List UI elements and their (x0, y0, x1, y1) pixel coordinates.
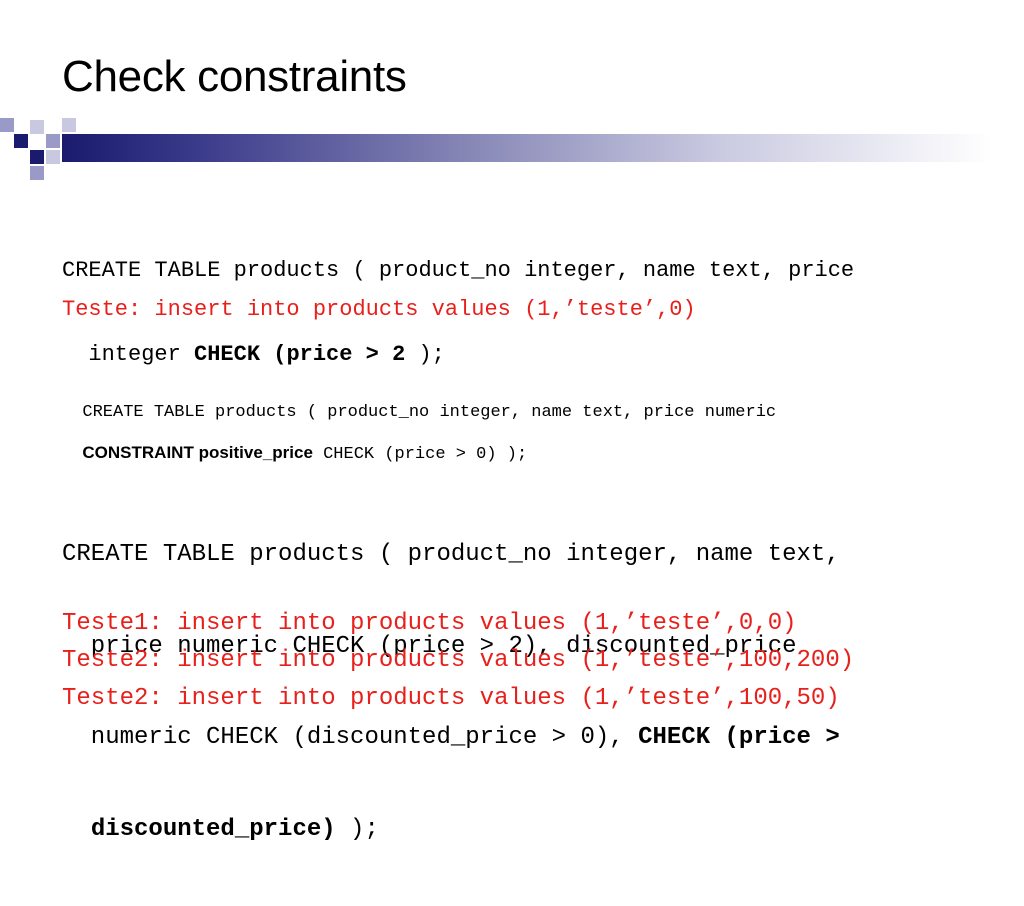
text-fragment: integer (62, 342, 195, 367)
sql-block-3: CREATE TABLE products ( product_no integ… (62, 479, 1002, 906)
sql-block-1-line-2: integer CHECK (price > 2 ); (62, 341, 1002, 369)
deco-square-7 (46, 150, 60, 164)
test-line-2: Teste1: insert into products values (1,’… (62, 610, 797, 637)
sql-block-3-line-4: discounted_price) ); (62, 815, 1002, 846)
sql-block-3-line-1: CREATE TABLE products ( product_no integ… (62, 541, 840, 568)
deco-square-4 (46, 134, 60, 148)
test-line-3: Teste2: insert into products values (1,’… (62, 647, 855, 674)
deco-square-5 (62, 118, 76, 132)
test-line-4: Teste2: insert into products values (1,’… (62, 685, 840, 712)
deco-square-1 (0, 118, 14, 132)
sql-block-3-line-3: numeric CHECK (discounted_price > 0), CH… (62, 723, 1002, 754)
deco-square-2 (14, 134, 28, 148)
test-line-1: Teste: insert into products values (1,’t… (62, 297, 696, 322)
title-decoration (0, 118, 1024, 182)
text-fragment: numeric CHECK (discounted_price > 0), (62, 724, 639, 751)
sql-block-3-line-2: price numeric CHECK (price > 2), discoun… (62, 632, 797, 660)
sql-block-2-line-1: CREATE TABLE products ( product_no integ… (62, 403, 777, 422)
deco-square-3 (30, 120, 44, 134)
sql-block-2: CREATE TABLE products ( product_no integ… (62, 353, 1002, 473)
bold-fragment: CONSTRAINT positive_price (82, 443, 313, 462)
sql-block-1: CREATE TABLE products ( product_no integ… (62, 201, 1002, 425)
text-fragment (62, 816, 91, 843)
text-fragment: ); (335, 815, 379, 843)
text-fragment (62, 445, 82, 464)
bold-fragment: CHECK (price > (638, 724, 840, 751)
sql-block-2b: CONSTRAINT positive_price CHECK (price >… (62, 393, 1002, 515)
deco-square-8 (30, 166, 44, 180)
sql-block-1-line-1: CREATE TABLE products ( product_no integ… (62, 258, 855, 283)
bold-fragment: discounted_price) (90, 815, 336, 843)
bold-fragment: CHECK (price > 2 (194, 342, 406, 367)
deco-square-6 (30, 150, 44, 164)
text-fragment: ); (405, 342, 445, 367)
sql-block-2-line-2: CONSTRAINT positive_price CHECK (price >… (62, 441, 1002, 467)
title-gradient-bar (62, 134, 992, 162)
text-fragment: CHECK (price > 0) ); (312, 445, 528, 464)
slide-title: Check constraints (62, 52, 407, 101)
